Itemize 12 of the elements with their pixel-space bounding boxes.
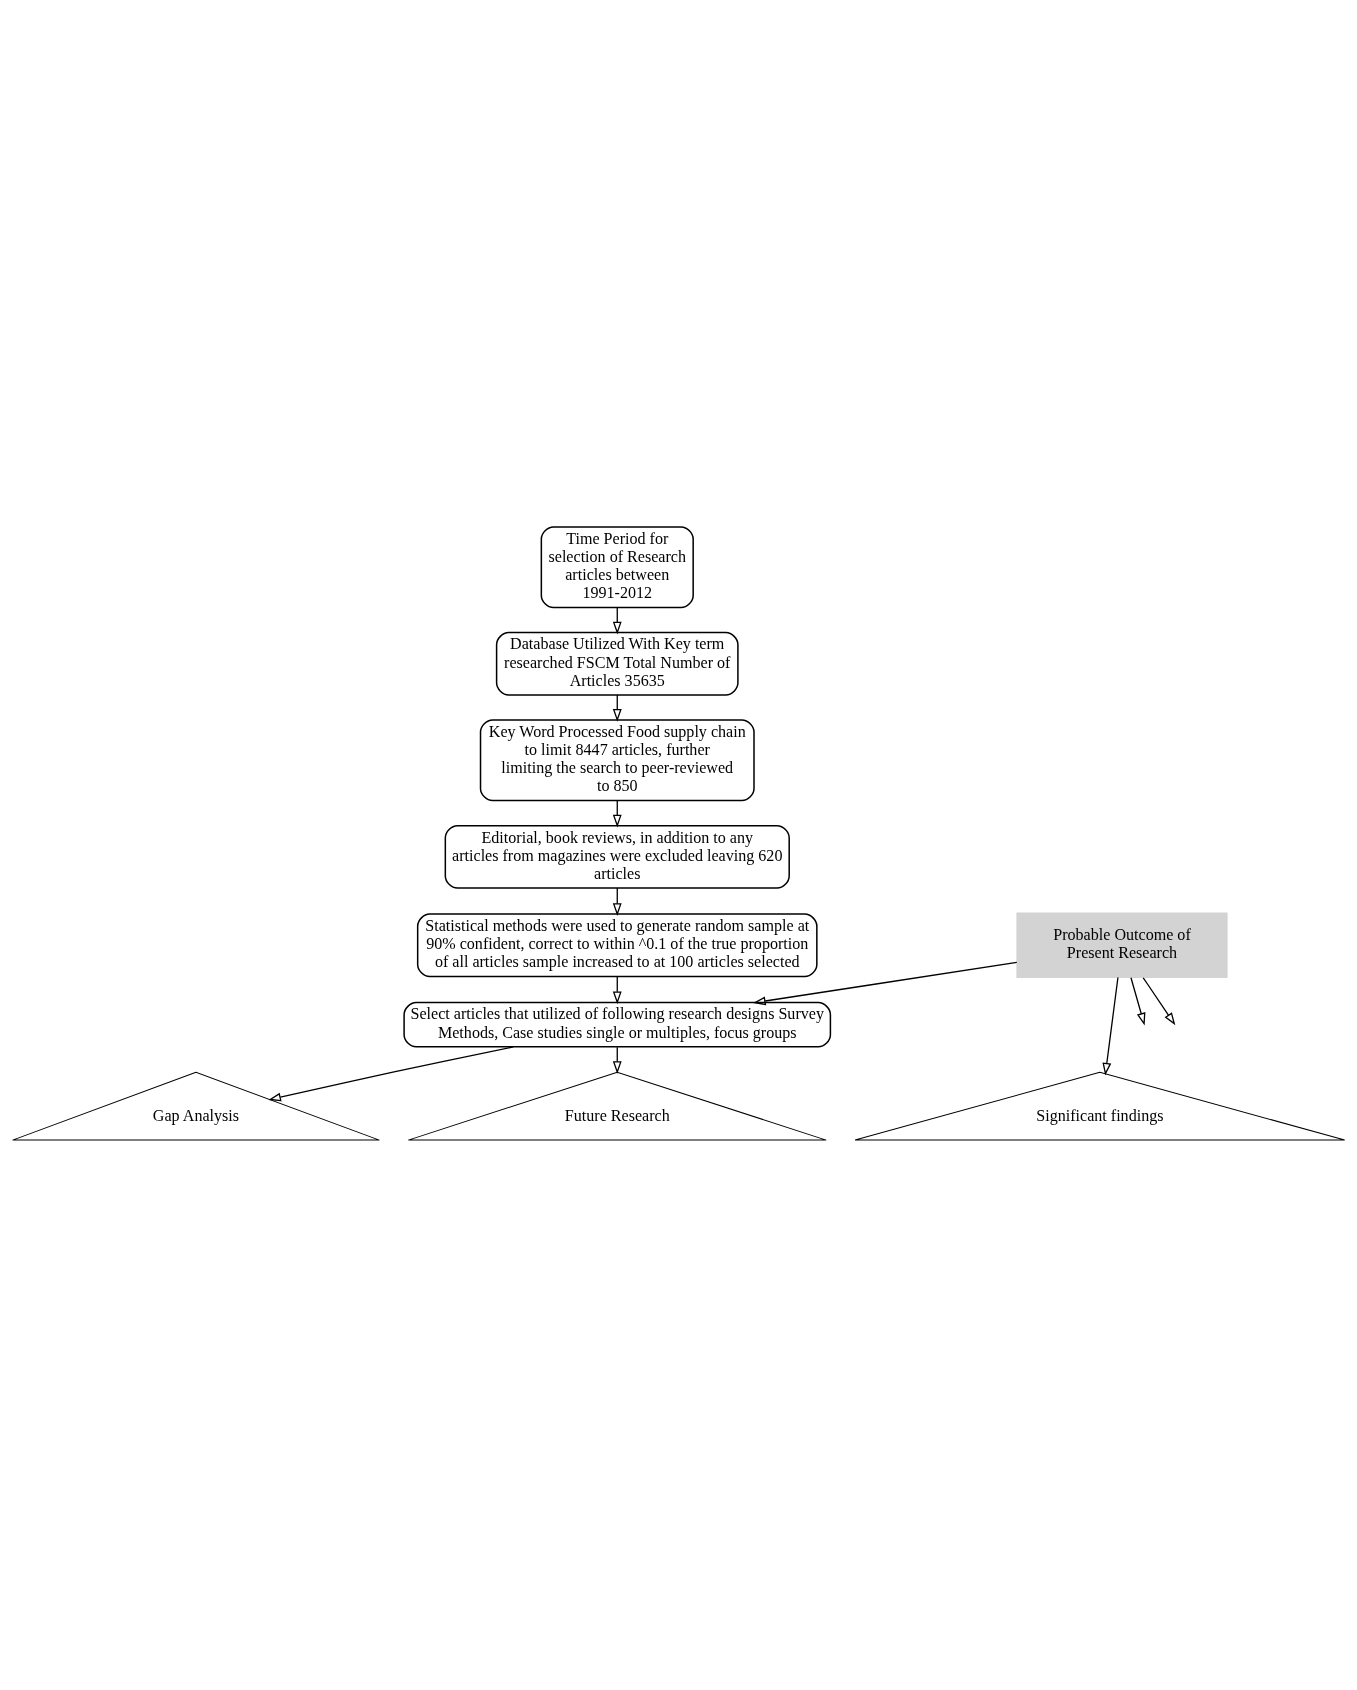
arrow [268, 1046, 514, 1102]
node-box: Probable Outcome of Present Research [1016, 912, 1228, 978]
node-box: Editorial, book reviews, in addition to any articles from magazines were excluded leaving 620 articles [444, 824, 790, 889]
node-box: Key Word Processed Food supply chain to limit 8447 articles, further limiting the search to peer-reviewed to 850 [479, 719, 755, 802]
node-box: Statistical methods were used to generate random sample at 90% confident, correct to within ^0.1 of the true proportion of all articles sample increased to at 100 articles selected [416, 913, 818, 978]
arrow [1142, 977, 1176, 1026]
node-box: Select articles that utilized of following research designs Survey Methods, Case studies single or multiples, focus groups [403, 1001, 832, 1048]
node-box: Time Period for selection of Research articles between 1991-2012 [540, 526, 694, 609]
node-box: Database Utilized With Key term researched FSCM Total Number of Articles 35635 [495, 631, 739, 696]
arrow [1130, 977, 1146, 1026]
arrow [1102, 976, 1119, 1076]
arrow [752, 961, 1018, 1006]
